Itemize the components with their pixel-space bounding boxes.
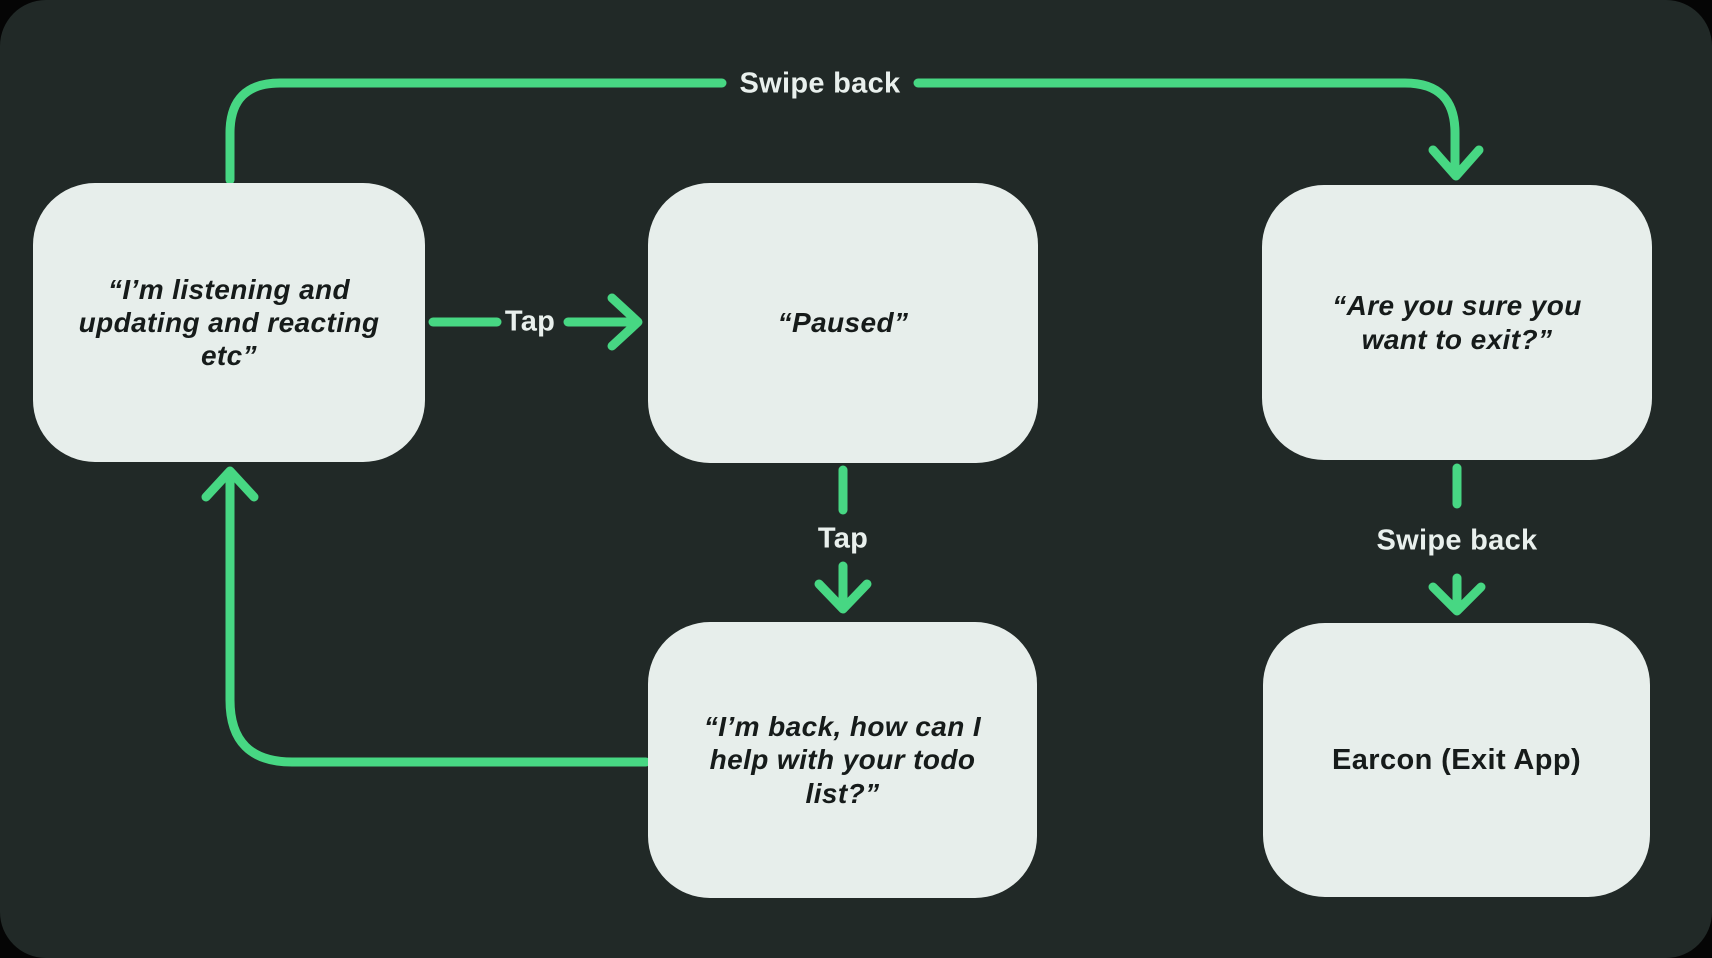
node-earcon-label: Earcon (Exit App) [1331, 743, 1582, 776]
node-paused: “Paused” [648, 183, 1038, 463]
node-listening: “I’m listening and updating and reacting… [33, 183, 425, 462]
arrowhead-right-icon [607, 293, 643, 351]
node-confirm-exit: “Are you sure you want to exit?” [1262, 185, 1652, 460]
edge-tap-horizontal [428, 293, 643, 351]
node-confirm-exit-label: “Are you sure you want to exit?” [1332, 290, 1582, 355]
node-earcon: Earcon (Exit App) [1263, 623, 1650, 897]
edge-swipe-back-right [1428, 463, 1486, 616]
arrowhead-down-icon [1428, 145, 1484, 181]
arrowhead-up-icon [201, 466, 259, 502]
edge-loop-return [201, 466, 651, 767]
arrowhead-down-icon [814, 579, 872, 614]
node-back: “I’m back, how can I help with your todo… [648, 622, 1037, 898]
arrowhead-down-icon [1428, 582, 1486, 616]
edge-label-swipe-back-top: Swipe back [739, 67, 901, 100]
node-paused-label: “Paused” [777, 307, 909, 339]
node-listening-label: “I’m listening and updating and reacting… [78, 273, 380, 372]
edge-line [225, 475, 651, 767]
edge-label-tap-horizontal: Tap [504, 305, 556, 338]
edge-line [913, 78, 1460, 175]
edge-label-swipe-back-right: Swipe back [1376, 524, 1538, 557]
edge-line [225, 78, 727, 185]
edge-tap-vertical [814, 465, 872, 614]
edge-swipe-back-top [225, 78, 1484, 185]
node-back-label: “I’m back, how can I help with your todo… [703, 711, 982, 809]
edge-label-tap-vertical: Tap [817, 522, 869, 555]
